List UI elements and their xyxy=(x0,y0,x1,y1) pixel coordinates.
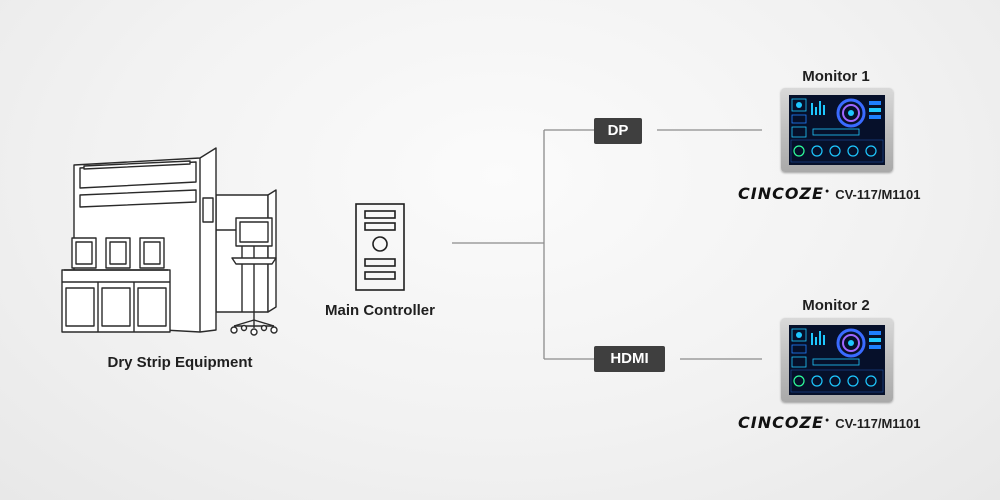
monitor-2-screen xyxy=(789,325,885,395)
hdmi-connection-tag: HDMI xyxy=(594,346,665,372)
monitor-1-model: CV-117/M1101 xyxy=(835,187,921,202)
brand-logo: CINCOZE xyxy=(738,413,824,432)
monitor-1-title: Monitor 1 xyxy=(802,68,870,85)
monitor-2-model-line: CINCOZE ● CV-117/M1101 xyxy=(738,413,921,432)
brand-logo: CINCOZE xyxy=(738,184,824,203)
equipment-label: Dry Strip Equipment xyxy=(107,354,253,371)
monitor-1-model-line: CINCOZE ● CV-117/M1101 xyxy=(738,184,921,203)
monitor-1-screen xyxy=(789,95,885,165)
registered-mark-icon: ● xyxy=(824,417,830,424)
dp-connection-tag: DP xyxy=(594,118,642,144)
panel-pc-icon xyxy=(781,88,893,172)
panel-pc-icon xyxy=(781,318,893,402)
industrial-machine-icon xyxy=(61,147,278,336)
controller-label: Main Controller xyxy=(324,302,435,319)
monitor-2-title: Monitor 2 xyxy=(802,297,870,314)
registered-mark-icon: ● xyxy=(824,188,830,195)
monitor-2-model: CV-117/M1101 xyxy=(835,416,921,431)
server-tower-icon xyxy=(355,203,405,291)
